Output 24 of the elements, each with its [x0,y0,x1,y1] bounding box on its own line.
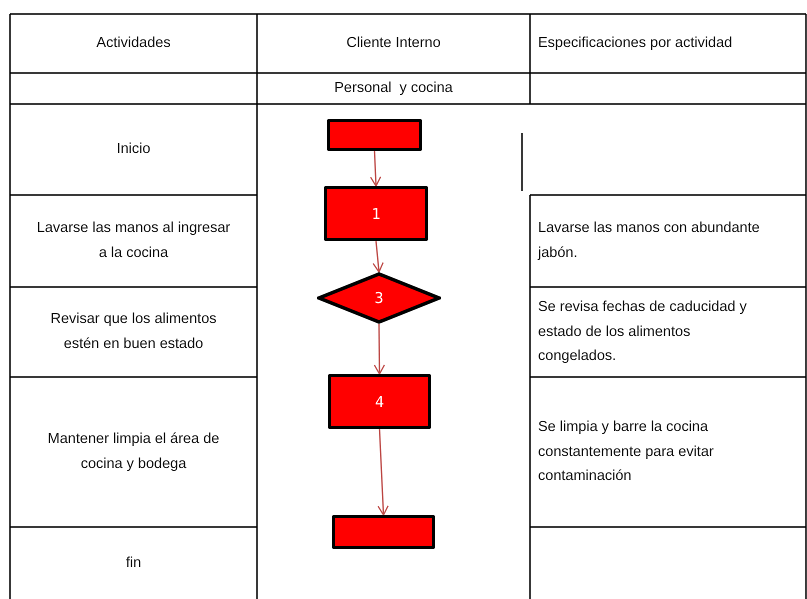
decision-diamond [317,272,441,324]
arrow [372,240,384,273]
specification-text: Lavarse las manos con abundante jabón. [538,219,761,263]
specification-text: Se revisa fechas de caducidad y estado de los alimentos congelados. [538,298,748,366]
activity-text: Mantener limpia el área de cocina y bodega [46,430,220,474]
specification-text: Se limpia y barre la cocina constantemente para evitar contaminación [538,418,715,486]
step-number: 1 [371,204,381,222]
process-box [327,119,422,151]
column-header: Actividades [96,34,171,54]
step-number: 3 [374,289,384,307]
arrow [374,324,386,375]
process-box [328,374,431,429]
column-header: Especificaciones por actividad [538,34,732,54]
process-box [324,186,428,241]
activity-text: Revisar que los alimentos estén en buen estado [49,310,218,354]
activity-text: Inicio [116,140,150,160]
activity-text: fin [126,554,142,573]
process-box [332,515,435,549]
lane-header: Personal y cocina [334,79,453,98]
step-number: 4 [374,392,384,410]
arrow [370,150,382,187]
arrow [377,428,389,516]
column-header: Cliente Interno [346,34,441,54]
activity-text: Lavarse las manos al ingresar a la cocina [36,219,232,263]
